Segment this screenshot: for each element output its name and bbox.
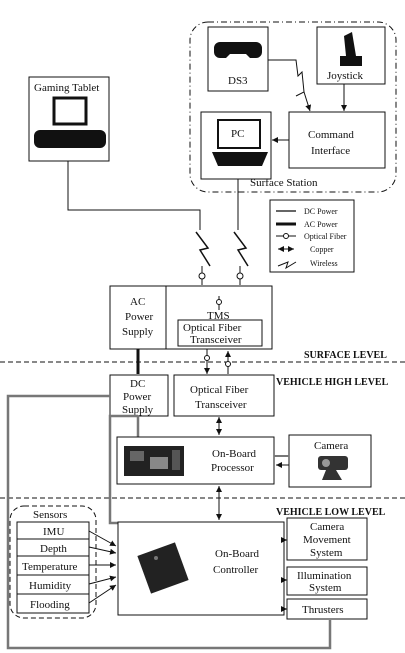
ac-power-line1: AC: [130, 296, 145, 308]
pc-wireless-bolt: [233, 231, 249, 267]
sensor-humidity-label: Humidity: [29, 580, 72, 592]
dc-power-line2: Power: [123, 391, 151, 403]
sensors-label: Sensors: [33, 509, 67, 521]
dc-power-supply-node: DC Power Supply: [109, 374, 169, 417]
processor-line1: On-Board: [212, 448, 256, 460]
command-interface-line2: Interface: [311, 145, 350, 157]
illumination-line2: System: [309, 582, 342, 594]
joystick-label: Joystick: [327, 70, 364, 82]
sensor-temperature-label: Temperature: [22, 561, 78, 573]
gaming-tablet-label: Gaming Tablet: [34, 82, 99, 94]
illumination-line1: Illumination: [297, 570, 352, 582]
camera-label: Camera: [314, 440, 348, 452]
vehicle-oft-node: Optical Fiber Transceiver: [173, 374, 275, 417]
legend-copper: Copper: [310, 245, 334, 254]
dc-power-line3: Supply: [122, 404, 154, 416]
ac-power-line3: Supply: [122, 326, 154, 338]
camera-movement-node: Camera Movement System: [286, 517, 368, 561]
humidity-to-controller: [88, 575, 117, 585]
illumination-node: Illumination System: [286, 566, 368, 596]
command-interface-line1: Command: [308, 129, 354, 141]
tablet-icon: [34, 96, 106, 148]
onboard-processor-node: On-Board Processor: [116, 436, 275, 485]
ac-power-supply-node: AC Power Supply: [109, 285, 167, 350]
tablet-link: [67, 161, 201, 230]
camera-movement-line1: Camera: [310, 521, 344, 533]
tms-node: TMS Optical Fiber Transceiver: [165, 285, 273, 350]
pc-label: PC: [231, 128, 244, 140]
imu-to-controller: [88, 530, 117, 547]
legend-dc-power: DC Power: [304, 207, 338, 216]
gaming-tablet-node: Gaming Tablet: [28, 76, 110, 162]
joystick-icon: [340, 32, 362, 66]
dc-power-loop: [6, 394, 332, 650]
vehicle-low-level-label: VEHICLE LOW LEVEL: [276, 507, 386, 518]
ds3-node: DS3: [207, 26, 269, 92]
camera-movement-line3: System: [310, 547, 343, 559]
ds3-label: DS3: [228, 75, 248, 87]
joystick-node: Joystick: [316, 26, 386, 85]
controller-line1: On-Board: [215, 548, 259, 560]
sensor-flooding-label: Flooding: [30, 599, 70, 611]
thrusters-label: Thrusters: [302, 604, 344, 616]
circuit-board-icon: [124, 446, 184, 476]
sensor-list: IMU Depth Temperature Humidity Flooding: [16, 521, 90, 614]
legend: DC Power AC Power Optical Fiber Copper W…: [269, 199, 355, 273]
surface-level-label: SURFACE LEVEL: [304, 350, 387, 361]
controller-line2: Controller: [213, 564, 259, 576]
tms-label: TMS: [207, 310, 230, 322]
oft-top-line2: Transceiver: [190, 334, 242, 346]
microcontroller-icon: [137, 542, 189, 594]
gamepad-icon: [214, 42, 262, 58]
ac-power-line2: Power: [125, 311, 153, 323]
thrusters-node: Thrusters: [286, 598, 368, 620]
depth-to-controller: [88, 546, 117, 555]
legend-wireless: Wireless: [310, 259, 338, 268]
oft-top-line1: Optical Fiber: [183, 322, 242, 334]
surface-station-label: Surface Station: [250, 177, 318, 189]
legend-ac-power: AC Power: [304, 220, 338, 229]
ds3-wireless-link: [268, 59, 305, 97]
tablet-wireless-bolt: [195, 231, 211, 267]
dc-power-line1: DC: [130, 378, 145, 390]
camera-node: Camera: [288, 434, 372, 488]
vehicle-high-level-label: VEHICLE HIGH LEVEL: [276, 377, 389, 388]
sensor-depth-label: Depth: [40, 543, 67, 555]
surface-station-region: [189, 21, 397, 193]
wireless-to-command: [303, 91, 312, 112]
sensor-imu-label: IMU: [43, 526, 64, 538]
legend-optical-fiber: Optical Fiber: [304, 232, 347, 241]
vehicle-oft-line2: Transceiver: [195, 399, 247, 411]
pc-node: PC: [200, 111, 272, 180]
processor-line2: Processor: [211, 462, 254, 474]
dc-to-controller: [108, 414, 138, 525]
camera-movement-line2: Movement: [303, 534, 351, 546]
onboard-controller-node: On-Board Controller: [117, 521, 285, 616]
sensor-flooding: [16, 593, 90, 614]
flooding-to-controller: [88, 584, 117, 604]
vehicle-oft-line1: Optical Fiber: [190, 384, 249, 396]
sensors-group: [9, 505, 97, 619]
laptop-icon: [212, 119, 268, 166]
command-interface-node: Command Interface: [288, 111, 386, 169]
webcam-icon: [318, 456, 348, 480]
